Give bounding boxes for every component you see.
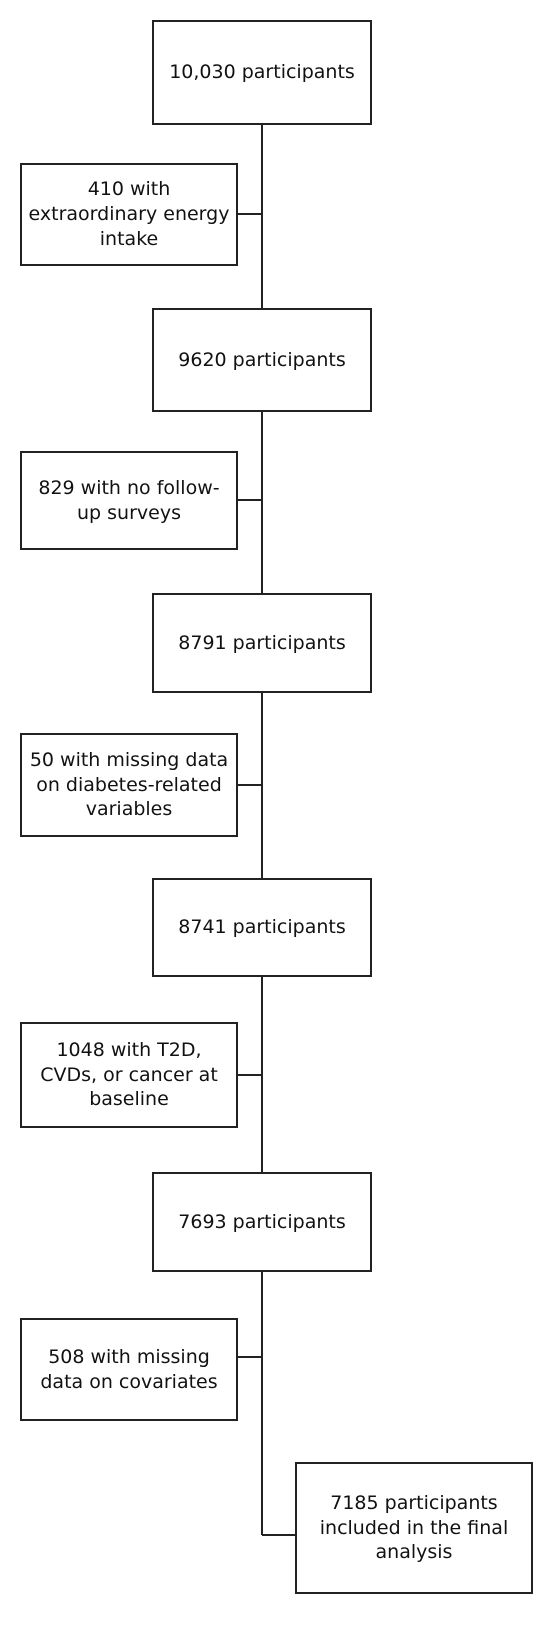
participants-box-3: 8791 participants <box>152 593 372 693</box>
exclusion-text-3: 50 with missing data on diabetes-related… <box>29 748 229 821</box>
participants-box-1: 10,030 participants <box>152 20 372 125</box>
participants-count-3: 8791 participants <box>178 631 346 654</box>
participants-box-4: 8741 participants <box>152 878 372 977</box>
exclusion-text-5: 508 with missing data on covariates <box>40 1345 218 1393</box>
exclusion-text-2: 829 with no follow- up surveys <box>38 476 220 524</box>
exclusion-box-3: 50 with missing data on diabetes-related… <box>20 733 238 837</box>
exclusion-text-4: 1048 with T2D, CVDs, or cancer at baseli… <box>40 1038 218 1111</box>
participants-count-2: 9620 participants <box>178 348 346 371</box>
final-analysis-text: 7185 participants included in the final … <box>319 1491 509 1564</box>
participants-count-1: 10,030 participants <box>169 61 355 84</box>
participants-count-4: 8741 participants <box>178 916 346 939</box>
exclusion-text-1: 410 with extraordinary energy intake <box>28 178 230 250</box>
exclusion-box-4: 1048 with T2D, CVDs, or cancer at baseli… <box>20 1022 238 1128</box>
participants-box-2: 9620 participants <box>152 308 372 412</box>
exclusion-box-1: 410 with extraordinary energy intake <box>20 163 238 266</box>
exclusion-box-5: 508 with missing data on covariates <box>20 1318 238 1421</box>
exclusion-box-2: 829 with no follow- up surveys <box>20 451 238 550</box>
participants-count-5: 7693 participants <box>178 1210 346 1233</box>
participants-box-5: 7693 participants <box>152 1172 372 1272</box>
final-analysis-box: 7185 participants included in the final … <box>295 1462 533 1594</box>
